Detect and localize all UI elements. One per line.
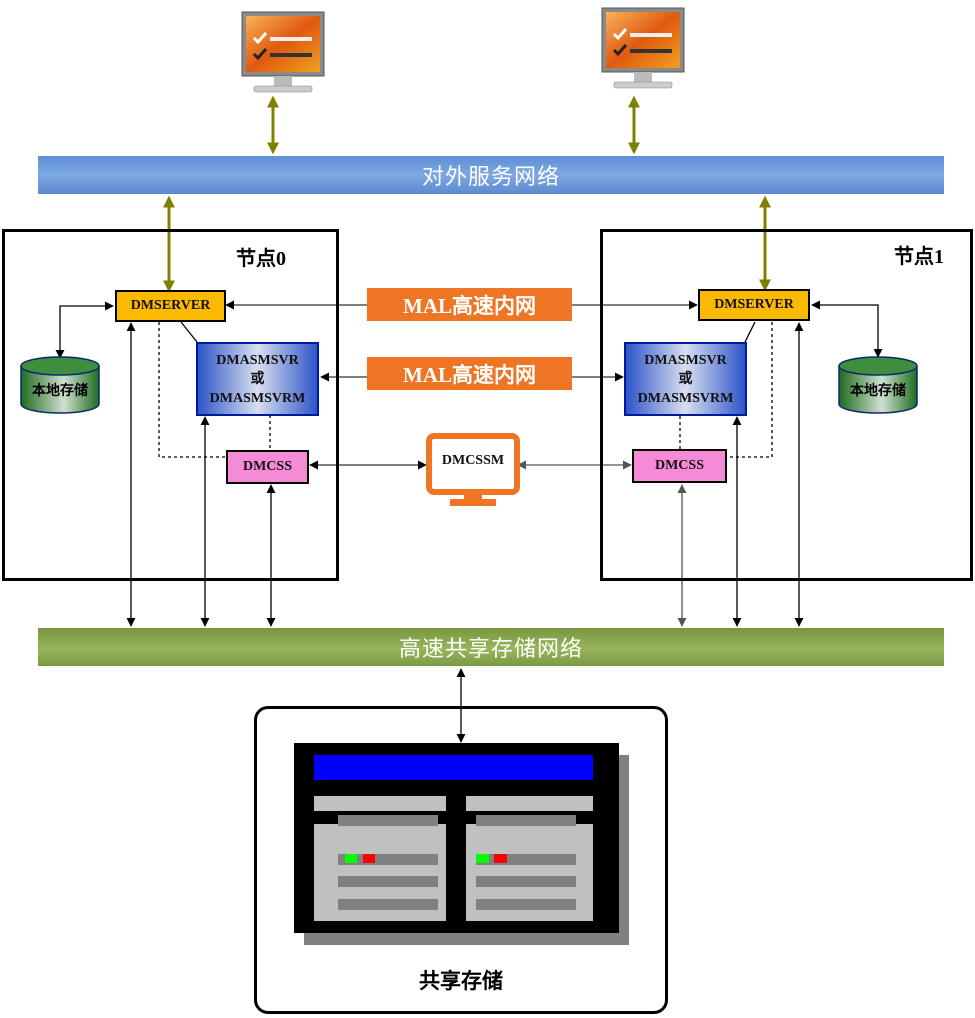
monitor-checklist-icon (601, 7, 685, 89)
shared-storage-label: 共享存储 (419, 969, 503, 993)
local-storage-label: 本地存储 (850, 383, 906, 399)
asm-label-or: 或 (250, 370, 265, 387)
node-1-dmserver: DMSERVER (698, 289, 810, 321)
node-1 (600, 229, 973, 581)
database-cylinder-icon (20, 356, 100, 414)
asm-label-line3: DMASMSVRM (209, 390, 306, 406)
dmserver-label: DMSERVER (130, 298, 211, 313)
node-0 (2, 229, 339, 581)
node-1-asm-server: DMASMSVR 或 DMASMSVRM (624, 342, 747, 416)
monitor-checklist-icon (241, 11, 325, 93)
dmcss-label: DMCSS (242, 459, 292, 474)
external-service-network: 对外服务网络 (38, 156, 944, 194)
asm-label-line3: DMASMSVRM (637, 390, 734, 406)
storage-array-icon (294, 743, 632, 953)
node-1-title: 节点1 (894, 246, 944, 268)
asm-label-line1: DMASMSVR (216, 352, 299, 368)
monitor-icon (426, 433, 520, 506)
asm-label-or: 或 (678, 370, 693, 387)
node-0-dmcss: DMCSS (226, 450, 309, 484)
dmcss-label: DMCSS (654, 458, 704, 473)
status-led-red (363, 854, 375, 863)
node-0-dmserver: DMSERVER (115, 290, 226, 322)
dmcssm-label: DMCSSM (441, 453, 505, 468)
high-speed-shared-storage-network: 高速共享存储网络 (38, 628, 944, 666)
client-monitor-0 (238, 8, 328, 101)
node-1-local-storage: 本地存储 (838, 356, 918, 419)
status-led-red (494, 854, 507, 863)
shared-storage-box (254, 706, 668, 1014)
node-0-asm-server: DMASMSVR 或 DMASMSVRM (196, 342, 319, 416)
mal-label: MAL高速内网 (403, 362, 536, 387)
asm-label-line1: DMASMSVR (644, 352, 727, 368)
node-0-local-storage: 本地存储 (20, 356, 100, 419)
status-led-green (345, 854, 357, 863)
mal-network-label-1: MAL高速内网 (367, 288, 572, 321)
mal-label: MAL高速内网 (403, 293, 536, 318)
dmcssm-monitor: DMCSSM (426, 433, 520, 507)
dmserver-label: DMSERVER (714, 297, 794, 312)
database-cylinder-icon (838, 356, 918, 414)
status-led-green (476, 854, 489, 863)
local-storage-label: 本地存储 (32, 383, 88, 399)
client-monitor-1 (598, 4, 688, 97)
mal-network-label-2: MAL高速内网 (367, 357, 572, 390)
storage-network-label: 高速共享存储网络 (398, 636, 583, 661)
node-1-dmcss: DMCSS (632, 449, 727, 483)
node-0-title: 节点0 (236, 248, 286, 270)
external-network-label: 对外服务网络 (421, 164, 560, 189)
disk-array-icon (294, 743, 629, 945)
